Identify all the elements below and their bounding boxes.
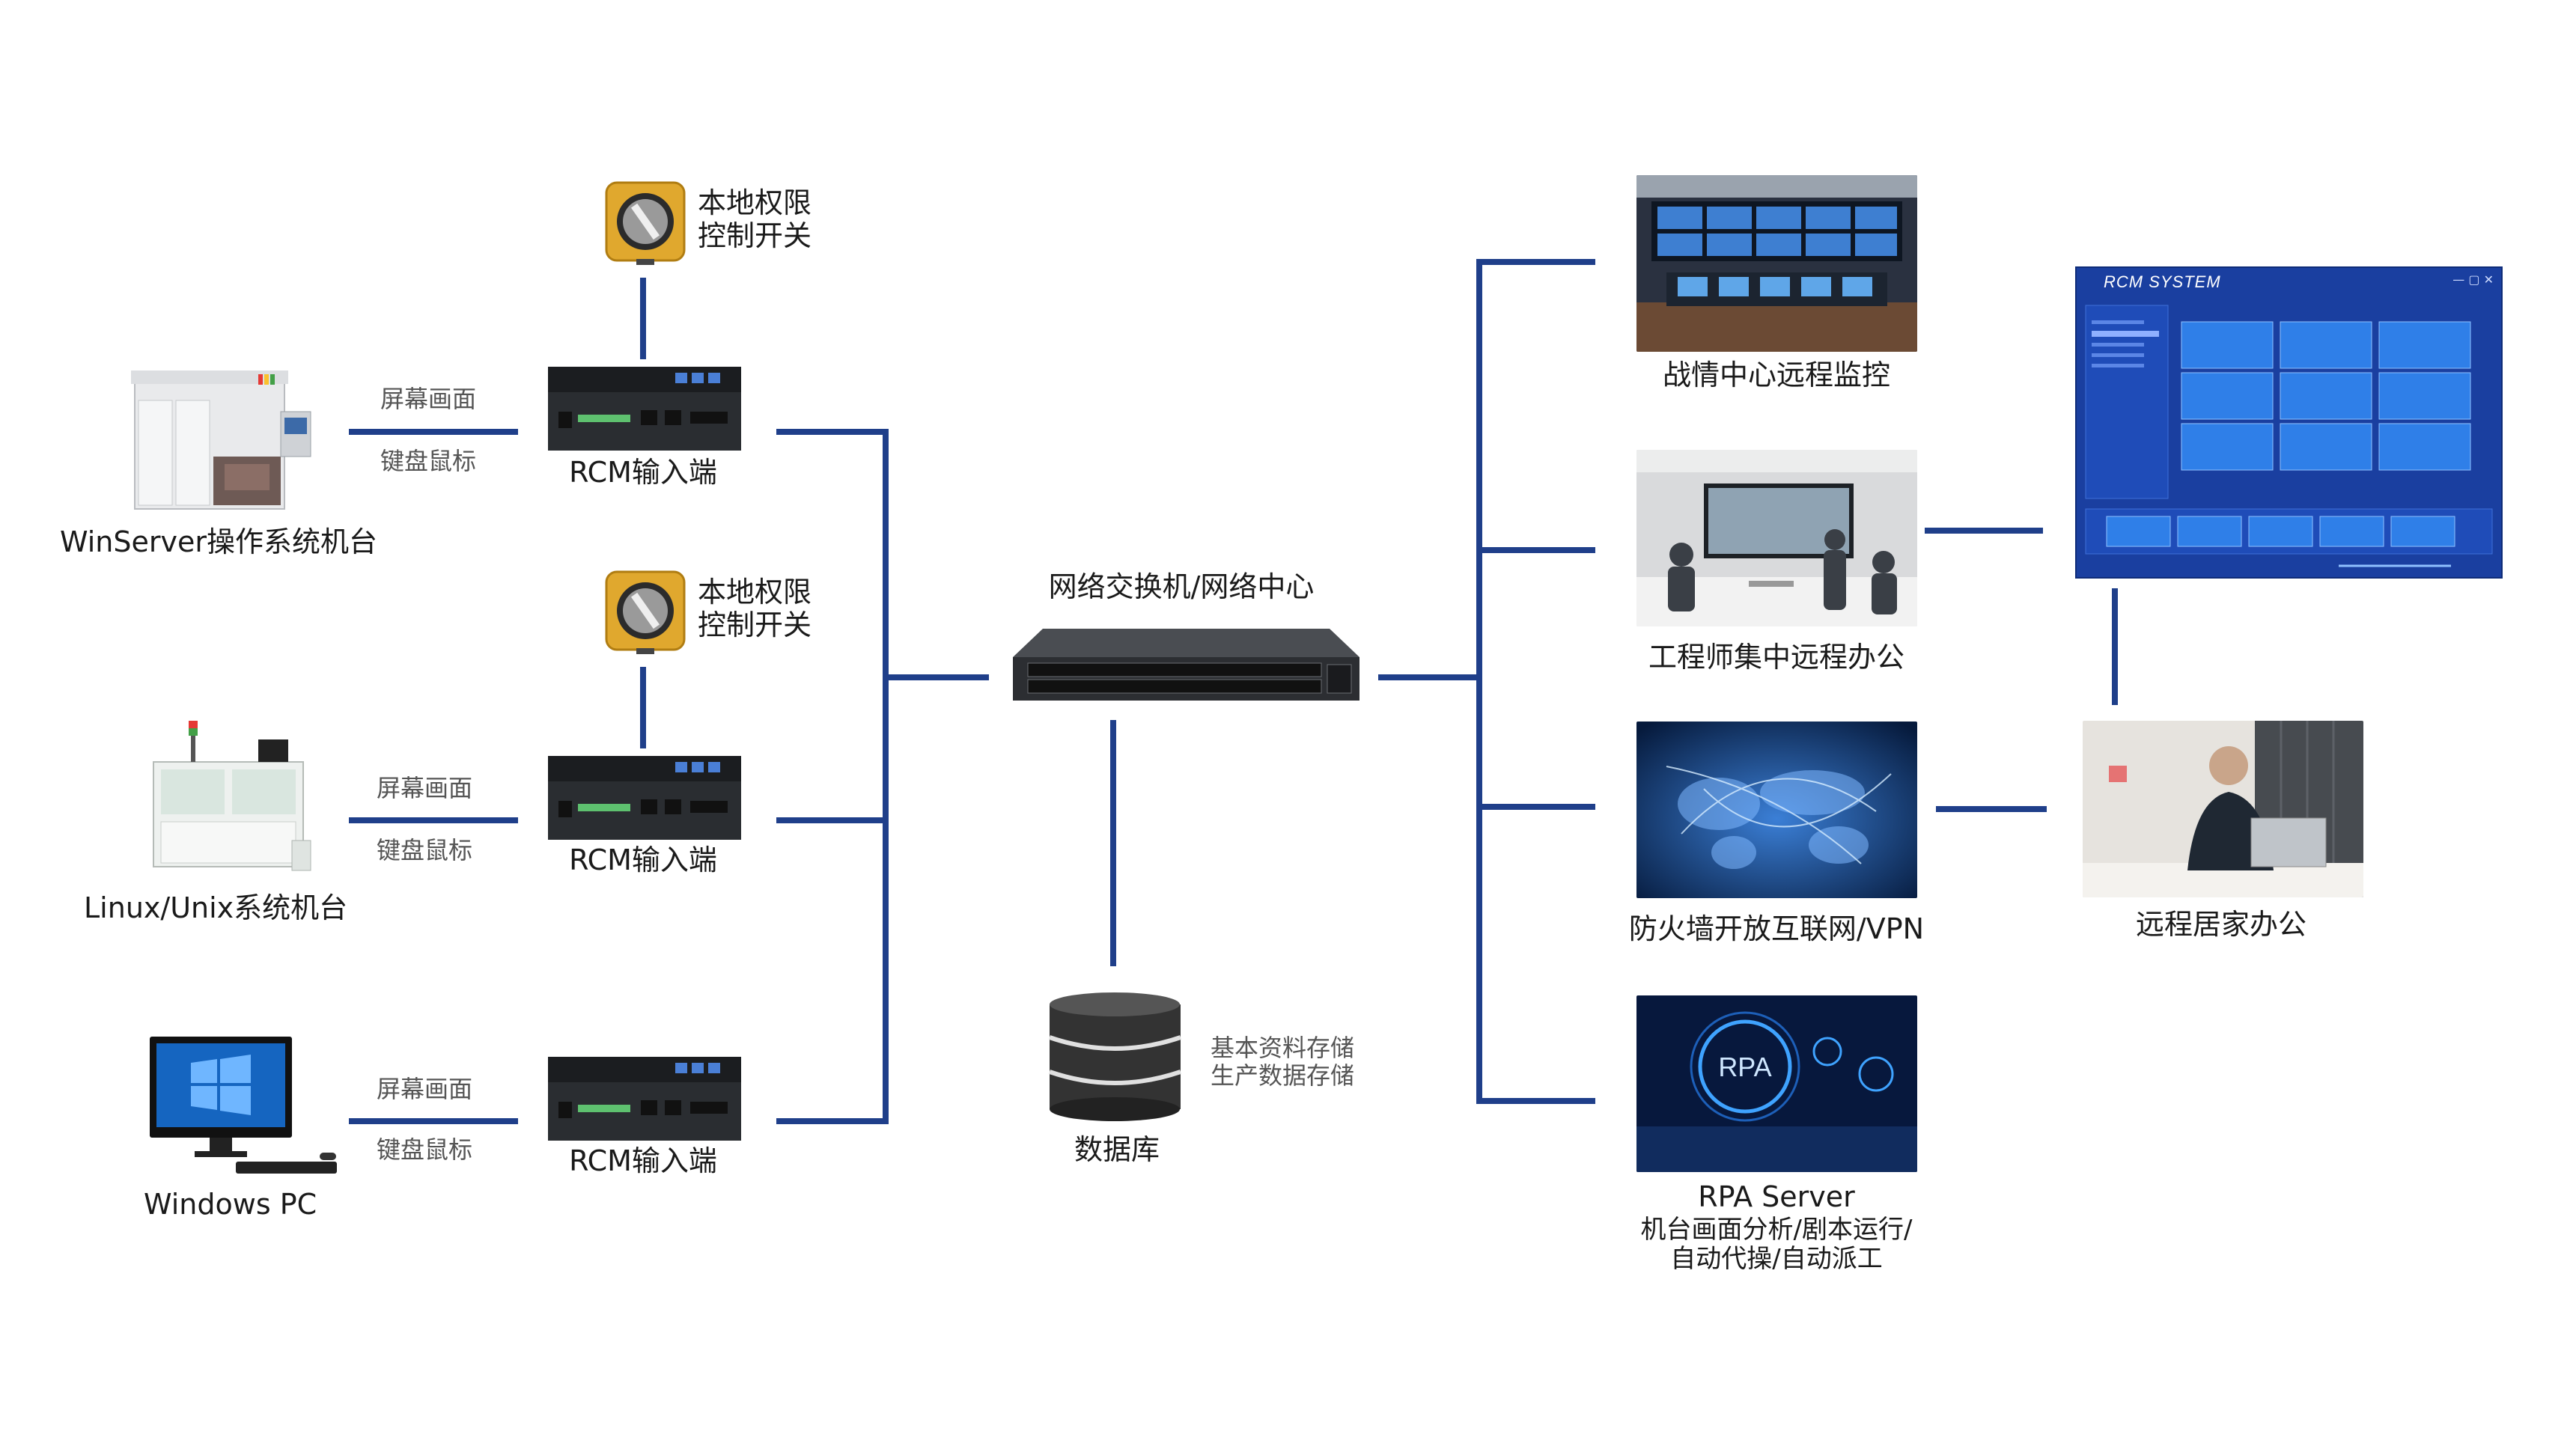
rcm-input-label: RCM输入端	[569, 1144, 717, 1177]
output-label: 工程师集中远程办公	[1648, 641, 1905, 674]
key-switch-line2: 控制开关	[698, 608, 812, 641]
rcm-input-label: RCM输入端	[569, 844, 717, 876]
control-room-icon	[1636, 175, 1917, 352]
signal-label-screen: 屏幕画面	[377, 774, 473, 802]
signal-label-screen: 屏幕画面	[380, 385, 477, 413]
rpa-description-line1: 机台画面分析/剧本运行/	[1640, 1215, 1913, 1245]
database-note-line1: 基本资料存储	[1211, 1034, 1355, 1062]
network-switch-icon	[1013, 629, 1359, 701]
signal-label-screen: 屏幕画面	[377, 1075, 473, 1103]
industrial-machine-icon	[131, 359, 318, 520]
output-label: RPA Server	[1698, 1180, 1855, 1213]
signal-label-keyboard: 键盘鼠标	[377, 836, 473, 864]
rcm-device-icon	[548, 1057, 741, 1141]
meeting-room-icon	[1636, 450, 1917, 626]
source-label: WinServer操作系统机台	[60, 525, 377, 558]
inspection-machine-icon	[146, 721, 318, 878]
key-switch-icon	[603, 178, 687, 266]
key-switch-label: 本地权限 控制开关	[698, 186, 812, 252]
rcm-system-title: RCM SYSTEM	[2104, 272, 2221, 291]
key-switch-line1: 本地权限	[698, 576, 812, 608]
switch-label: 网络交换机/网络中心	[1048, 570, 1315, 603]
database-icon	[1046, 989, 1184, 1123]
signal-label-keyboard: 键盘鼠标	[377, 1135, 473, 1164]
database-note: 基本资料存储 生产数据存储	[1211, 1034, 1354, 1090]
source-label: Linux/Unix系统机台	[84, 891, 348, 924]
rcm-input-label: RCM输入端	[569, 456, 717, 489]
database-note-line2: 生产数据存储	[1211, 1061, 1355, 1090]
key-switch-line2: 控制开关	[698, 219, 812, 252]
output-label: 防火墙开放互联网/VPN	[1628, 912, 1925, 945]
rpa-description: 机台画面分析/剧本运行/ 自动代操/自动派工	[1641, 1215, 1913, 1274]
remote-home-label: 远程居家办公	[2135, 908, 2307, 941]
global-network-icon	[1636, 722, 1917, 898]
rcm-system-panel: RCM SYSTEM — ▢ ✕	[2075, 266, 2503, 579]
source-label: Windows PC	[144, 1188, 317, 1221]
remote-home-office-icon	[2083, 721, 2363, 897]
window-controls-icon: — ▢ ✕	[2452, 272, 2494, 287]
rpa-icon: RPA	[1636, 995, 1917, 1172]
signal-label-keyboard: 键盘鼠标	[380, 447, 477, 475]
rcm-device-icon	[548, 756, 741, 840]
key-switch-icon	[603, 567, 687, 656]
key-switch-label: 本地权限 控制开关	[698, 576, 812, 641]
rcm-device-icon	[548, 367, 741, 451]
key-switch-line1: 本地权限	[698, 186, 812, 219]
rpa-description-line2: 自动代操/自动派工	[1670, 1244, 1883, 1275]
rpa-badge: RPA	[1718, 1052, 1771, 1082]
database-label: 数据库	[1074, 1133, 1160, 1166]
desktop-pc-icon	[146, 1033, 341, 1179]
output-label: 战情中心远程监控	[1662, 359, 1891, 391]
